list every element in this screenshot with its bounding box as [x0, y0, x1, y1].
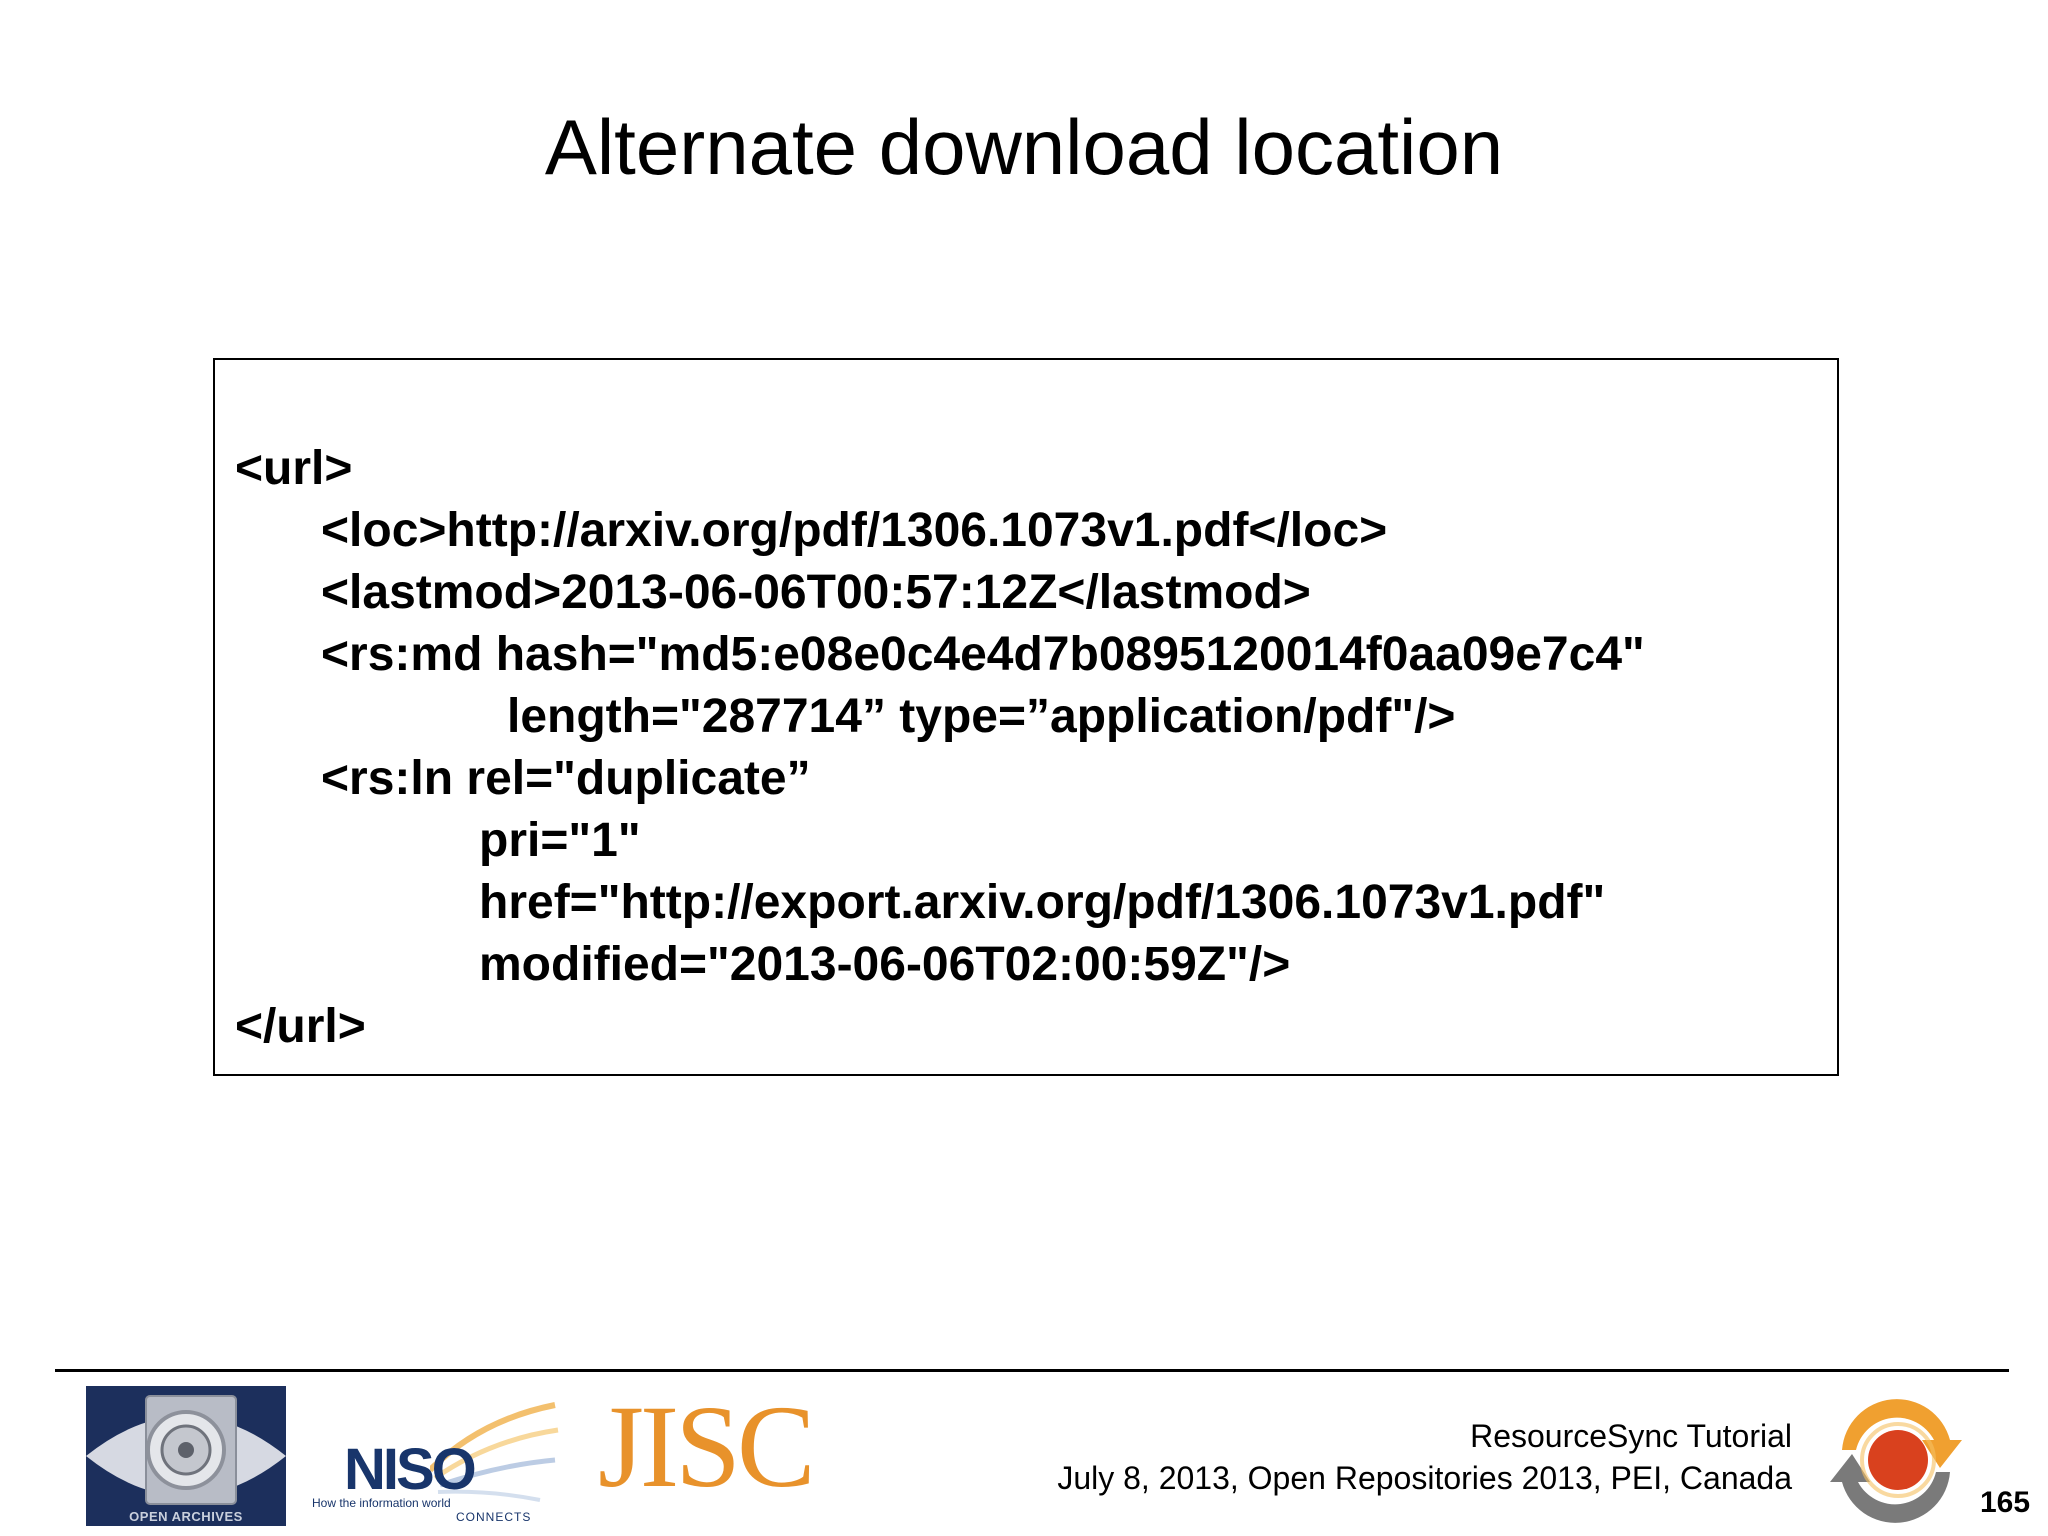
- niso-connects: CONNECTS: [456, 1510, 532, 1524]
- code-box: <url> <loc>http://arxiv.org/pdf/1306.107…: [213, 358, 1839, 1076]
- page-number: 165: [1980, 1486, 2031, 1519]
- niso-wordmark: NISO: [344, 1437, 477, 1502]
- code-line-url-close: </url>: [235, 1000, 366, 1053]
- resourcesync-logo-icon: [1830, 1399, 1962, 1523]
- code-line-href: href="http://export.arxiv.org/pdf/1306.1…: [479, 876, 1606, 929]
- slide-title: Alternate download location: [544, 103, 1504, 191]
- code-line-url-open: <url>: [235, 442, 353, 495]
- open-archives-logo: OPEN ARCHIVES: [86, 1386, 286, 1526]
- niso-swoosh-icon: [430, 1402, 559, 1502]
- code-line-rs-ln: <rs:ln rel="duplicate”: [321, 752, 811, 805]
- niso-tagline: How the information world: [312, 1496, 451, 1510]
- niso-logo: NISO How the information world CONNECTS: [310, 1400, 560, 1525]
- code-line-pri: pri="1": [479, 814, 641, 867]
- code-line-rs-md-attrs: length="287714” type=”application/pdf"/>: [507, 690, 1456, 743]
- open-archives-label: OPEN ARCHIVES: [129, 1509, 243, 1524]
- code-line-lastmod: <lastmod>2013-06-06T00:57:12Z</lastmod>: [321, 566, 1311, 619]
- footer-event: July 8, 2013, Open Repositories 2013, PE…: [1057, 1460, 1792, 1496]
- code-line-loc: <loc>http://arxiv.org/pdf/1306.1073v1.pd…: [321, 504, 1388, 557]
- jisc-logo: JISC: [598, 1381, 816, 1512]
- footer-tutorial-name: ResourceSync Tutorial: [1470, 1418, 1792, 1454]
- code-line-modified: modified="2013-06-06T02:00:59Z"/>: [479, 938, 1291, 991]
- footer-divider: [55, 1369, 2009, 1372]
- code-line-rs-md: <rs:md hash="md5:e08e0c4e4d7b0895120014f…: [321, 628, 1645, 681]
- open-archives-eye-icon: [86, 1395, 286, 1505]
